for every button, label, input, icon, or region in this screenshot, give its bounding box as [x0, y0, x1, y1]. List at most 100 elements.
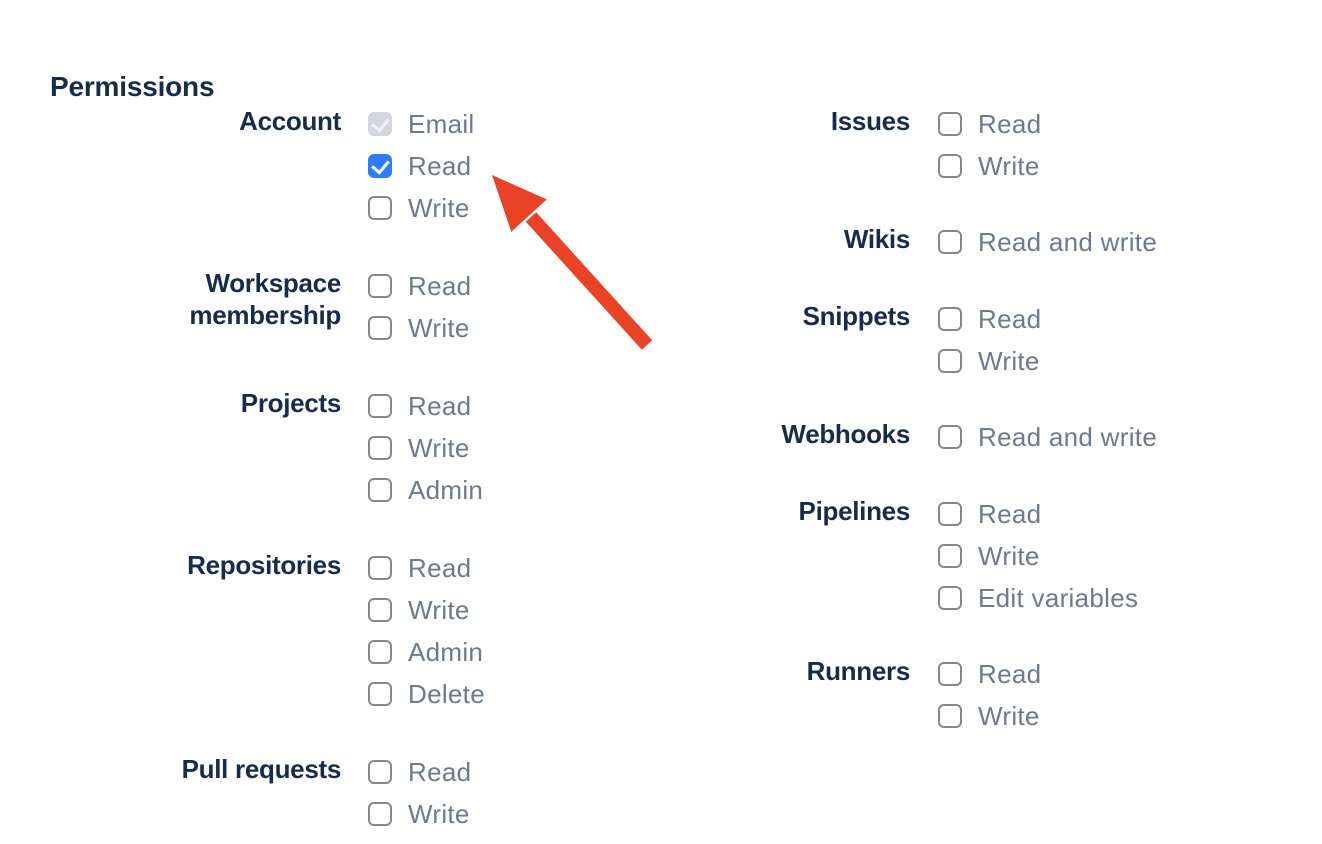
pipelines-edit-variables-checkbox[interactable]	[938, 586, 962, 610]
pull-requests-read-checkbox[interactable]	[368, 760, 392, 784]
pull-requests-write-checkbox[interactable]	[368, 802, 392, 826]
red-arrow-shaft	[525, 212, 653, 350]
workspace-membership-read-checkbox[interactable]	[368, 274, 392, 298]
pull-requests-write-row: Write	[368, 799, 471, 829]
red-arrow-head	[492, 175, 547, 232]
projects-read-checkbox[interactable]	[368, 394, 392, 418]
snippets-write-row: Write	[938, 346, 1041, 376]
repositories-write-checkbox[interactable]	[368, 598, 392, 622]
snippets-read-label[interactable]: Read	[978, 304, 1042, 334]
webhooks-group-label: Webhooks	[781, 419, 910, 449]
snippets-read-checkbox[interactable]	[938, 307, 962, 331]
runners-read-label[interactable]: Read	[978, 659, 1042, 689]
projects-write-row: Write	[368, 433, 483, 463]
issues-write-row: Write	[938, 151, 1041, 181]
permission-group-wikis: Wikis Read and write	[770, 224, 1158, 257]
pipelines-read-label[interactable]: Read	[978, 499, 1042, 529]
repositories-read-checkbox[interactable]	[368, 556, 392, 580]
repositories-delete-row: Delete	[368, 679, 485, 709]
workspace-membership-read-label[interactable]: Read	[408, 271, 472, 301]
runners-write-row: Write	[938, 701, 1041, 731]
pipelines-edit-variables-label[interactable]: Edit variables	[978, 583, 1139, 613]
webhooks-read-and-write-label[interactable]: Read and write	[978, 422, 1158, 452]
repositories-delete-label[interactable]: Delete	[408, 679, 485, 709]
pull-requests-read-label[interactable]: Read	[408, 757, 472, 787]
workspace-membership-write-checkbox[interactable]	[368, 316, 392, 340]
wikis-read-and-write-label[interactable]: Read and write	[978, 227, 1158, 257]
issues-read-checkbox[interactable]	[938, 112, 962, 136]
pipelines-write-checkbox[interactable]	[938, 544, 962, 568]
account-read-checkbox[interactable]	[368, 154, 392, 178]
pipelines-read-checkbox[interactable]	[938, 502, 962, 526]
snippets-write-label[interactable]: Write	[978, 346, 1040, 376]
issues-group-label: Issues	[830, 106, 910, 136]
wikis-read-and-write-row: Read and write	[938, 227, 1158, 257]
snippets-read-row: Read	[938, 304, 1042, 334]
account-read-row: Read	[368, 151, 475, 181]
runners-read-row: Read	[938, 659, 1042, 689]
projects-write-checkbox[interactable]	[368, 436, 392, 460]
issues-write-checkbox[interactable]	[938, 154, 962, 178]
repositories-read-row: Read	[368, 553, 485, 583]
webhooks-options: Read and write	[938, 422, 1158, 452]
repositories-admin-label[interactable]: Admin	[408, 637, 484, 667]
snippets-write-checkbox[interactable]	[938, 349, 962, 373]
workspace-membership-write-label[interactable]: Write	[408, 313, 470, 343]
account-email-row: Email	[368, 111, 475, 137]
projects-admin-row: Admin	[368, 475, 484, 505]
projects-admin-label[interactable]: Admin	[408, 475, 484, 505]
repositories-read-label[interactable]: Read	[408, 553, 472, 583]
repositories-delete-checkbox[interactable]	[368, 682, 392, 706]
projects-write-label[interactable]: Write	[408, 433, 470, 463]
pull-requests-read-row: Read	[368, 757, 472, 787]
pipelines-edit-variables-row: Edit variables	[938, 583, 1139, 613]
wikis-options: Read and write	[938, 227, 1158, 257]
pull-requests-write-label[interactable]: Write	[408, 799, 470, 829]
pipelines-group-label: Pipelines	[798, 496, 911, 526]
pipelines-write-row: Write	[938, 541, 1138, 571]
repositories-write-row: Write	[368, 595, 485, 625]
webhooks-read-and-write-checkbox[interactable]	[938, 425, 962, 449]
wikis-group-label: Wikis	[843, 224, 910, 254]
repositories-admin-checkbox[interactable]	[368, 640, 392, 664]
projects-read-label[interactable]: Read	[408, 391, 472, 421]
projects-admin-checkbox[interactable]	[368, 478, 392, 502]
pipelines-write-label[interactable]: Write	[978, 541, 1040, 571]
account-email-checkbox	[368, 112, 392, 136]
issues-read-label[interactable]: Read	[978, 109, 1042, 139]
pipelines-read-row: Read	[938, 499, 1138, 529]
account-write-label[interactable]: Write	[408, 193, 470, 223]
account-group-label: Account	[239, 106, 341, 136]
issues-write-label[interactable]: Write	[978, 151, 1040, 181]
runners-read-checkbox[interactable]	[938, 662, 962, 686]
account-read-label[interactable]: Read	[408, 151, 472, 181]
account-write-checkbox[interactable]	[368, 196, 392, 220]
runners-write-label[interactable]: Write	[978, 701, 1040, 731]
repositories-group-label: Repositories	[187, 550, 341, 580]
repositories-write-label[interactable]: Write	[408, 595, 470, 625]
wikis-read-and-write-checkbox[interactable]	[938, 230, 962, 254]
runners-write-checkbox[interactable]	[938, 704, 962, 728]
projects-group-label: Projects	[240, 388, 342, 418]
webhooks-read-and-write-row: Read and write	[938, 422, 1158, 452]
